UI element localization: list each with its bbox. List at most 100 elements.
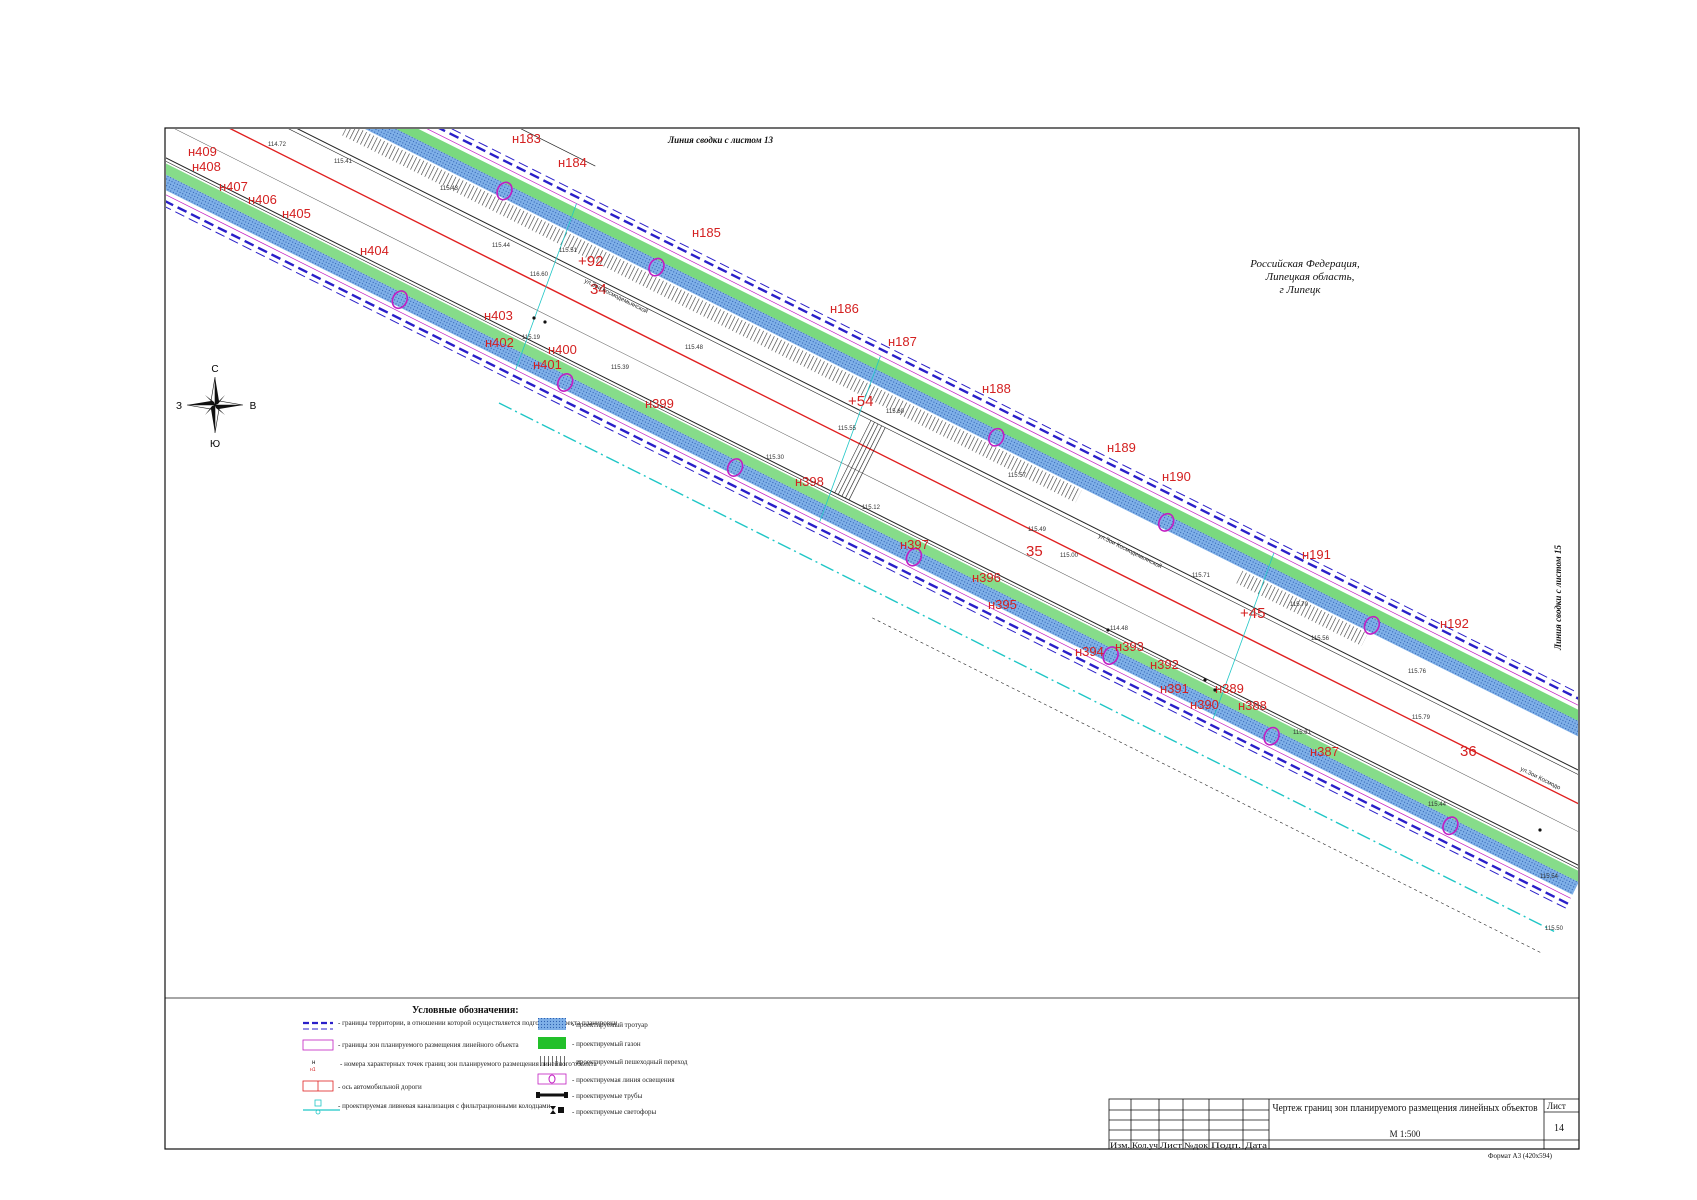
compass-north: С <box>211 364 218 375</box>
drawing-scale: М 1:500 <box>1390 1129 1421 1139</box>
picket-label: 35 <box>1026 543 1043 560</box>
carriageway-edge-south <box>166 151 1578 870</box>
point-label: н191 <box>1302 547 1331 562</box>
elevation-mark: 115.30 <box>766 455 785 461</box>
legend: Условные обозначения: - границы территор… <box>302 1005 688 1116</box>
elevation-mark: 114.48 <box>1110 626 1129 632</box>
elevation-mark: 114.72 <box>268 142 287 148</box>
compass-west: З <box>176 401 182 412</box>
picket-label: 36 <box>1460 743 1477 760</box>
legend-item-lawn: - проектируемый газон <box>538 1037 641 1049</box>
point-label: н405 <box>282 206 311 221</box>
elevation-mark: 115.44 <box>492 243 511 249</box>
col-list: Лист <box>1160 1141 1183 1150</box>
elevation-mark: 115.81 <box>1293 730 1312 736</box>
svg-text:Российская Федерация,: Российская Федерация, <box>1249 258 1360 270</box>
drainage-line <box>498 402 1555 932</box>
sheet-number: 14 <box>1554 1123 1564 1134</box>
lane-line <box>168 129 1578 843</box>
svg-text:- проектируемые светофоры: - проектируемые светофоры <box>572 1108 657 1116</box>
point-label: н186 <box>830 301 859 316</box>
legend-item-zone: - границы зон планируемого размещения ли… <box>302 1039 519 1051</box>
col-podp: Подп. <box>1211 1141 1241 1150</box>
elevation-mark: 115.41 <box>334 159 353 165</box>
svg-text:г Липецк: г Липецк <box>1279 284 1321 296</box>
territory-boundary-south-1 <box>166 186 1569 905</box>
elevation-mark: 115.48 <box>685 345 704 351</box>
legend-item-territory: - границы территории, в отношении которо… <box>303 1019 617 1030</box>
col-doc: №док <box>1184 1141 1208 1150</box>
point-label: н190 <box>1162 469 1191 484</box>
elevation-mark: 115.44 <box>1428 802 1447 808</box>
north-sidewalk <box>206 129 1578 766</box>
legend-item-sidewalk: - проектируемый тротуар <box>538 1018 648 1030</box>
lighting-poles <box>391 181 1459 836</box>
legend-item-traffic-lights: - проектируемые светофоры <box>550 1106 657 1116</box>
sheet-frame <box>164 127 1580 1150</box>
title-block-text: Чертеж границ зон планируемого размещени… <box>1110 1101 1566 1160</box>
point-label: н407 <box>219 179 248 194</box>
compass-east: В <box>250 401 257 412</box>
elevation-mark: 115.71 <box>1192 573 1211 579</box>
region-label: Российская Федерация, Липецкая область, … <box>1249 258 1360 296</box>
svg-text:- проектируемая линия освещени: - проектируемая линия освещения <box>572 1076 675 1084</box>
point-label: н409 <box>188 144 217 159</box>
picket-label: 34 <box>590 281 607 298</box>
elevation-mark: 115.00 <box>1060 553 1079 559</box>
point-label: н403 <box>484 308 513 323</box>
svg-text:- номера характерных точек гра: - номера характерных точек границ зон пл… <box>340 1060 598 1068</box>
svg-text:- границы территории, в отноше: - границы территории, в отношении которо… <box>338 1019 617 1027</box>
svg-text:- проектируемая ливневая канал: - проектируемая ливневая канализация с ф… <box>338 1102 551 1110</box>
point-label: н402 <box>485 335 514 350</box>
picket-label: +54 <box>848 393 873 410</box>
svg-text:- проектируемый тротуар: - проектируемый тротуар <box>572 1021 648 1029</box>
point-label: н189 <box>1107 440 1136 455</box>
legend-item-pipes: - проектируемые трубы <box>536 1092 643 1100</box>
paper-format: Формат А3 (420х594) <box>1488 1152 1553 1160</box>
col-kol-uch: Кол.уч <box>1132 1141 1158 1150</box>
boundary-point-labels-upper: н183 н184 н185 н186 н187 н188 н189 н190 … <box>512 131 1469 631</box>
compass-rose: С Ю З В <box>176 364 257 450</box>
point-label: н389 <box>1215 681 1244 696</box>
legend-item-road-axis: - ось автомобильной дороги <box>302 1080 422 1092</box>
territory-boundary-south-2 <box>166 191 1566 909</box>
point-label: н185 <box>692 225 721 240</box>
point-label: н394 <box>1075 644 1104 659</box>
point-label: н187 <box>888 334 917 349</box>
point-label: н390 <box>1190 697 1219 712</box>
point-label: н395 <box>988 597 1017 612</box>
legend-title: Условные обозначения: <box>412 1005 519 1016</box>
svg-text:- ось автомобильной дороги: - ось автомобильной дороги <box>338 1083 422 1091</box>
elevation-mark: 116.60 <box>530 272 549 278</box>
point-label: н398 <box>795 474 824 489</box>
picket-label: +92 <box>578 253 603 270</box>
sheet-label: Лист <box>1547 1101 1566 1111</box>
point-label: н391 <box>1160 681 1189 696</box>
elevation-mark: 115.49 <box>1028 527 1047 533</box>
boundary-point-labels-lower: н409 н408 н407 н406 н405 н404 н403 н402 … <box>188 144 1339 759</box>
boundary-point-markers <box>532 316 1542 832</box>
point-label: н406 <box>248 192 277 207</box>
svg-text:- проектируемый пешеходный пер: - проектируемый пешеходный переход <box>572 1058 688 1066</box>
north-hatch-bank <box>342 129 1082 503</box>
road-axis <box>179 129 1578 821</box>
svg-text:н: н <box>312 1060 315 1066</box>
elevation-mark: 115.60 <box>886 409 905 415</box>
south-sidewalk <box>166 165 1578 895</box>
pedestrian-crossing <box>834 420 887 501</box>
point-label: н400 <box>548 342 577 357</box>
zone-boundary-south <box>166 181 1571 899</box>
point-label: н408 <box>192 159 221 174</box>
carriageway-edge-south-2 <box>166 154 1578 872</box>
legend-item-point-numbers: н н1 - номера характерных точек границ з… <box>310 1060 598 1073</box>
elevation-mark: 115.56 <box>1311 636 1330 642</box>
road-corridor <box>166 129 1578 954</box>
point-label: н188 <box>982 381 1011 396</box>
map-area: Линия сводки с листом 13 Линия сводки с … <box>166 129 1578 954</box>
elevation-mark: 115.57 <box>1008 473 1027 479</box>
match-line-top: Линия сводки с листом 13 <box>667 135 773 145</box>
point-label: н184 <box>558 155 587 170</box>
legend-item-lighting: - проектируемая линия освещения <box>537 1073 675 1085</box>
svg-text:- проектируемые трубы: - проектируемые трубы <box>572 1092 643 1100</box>
